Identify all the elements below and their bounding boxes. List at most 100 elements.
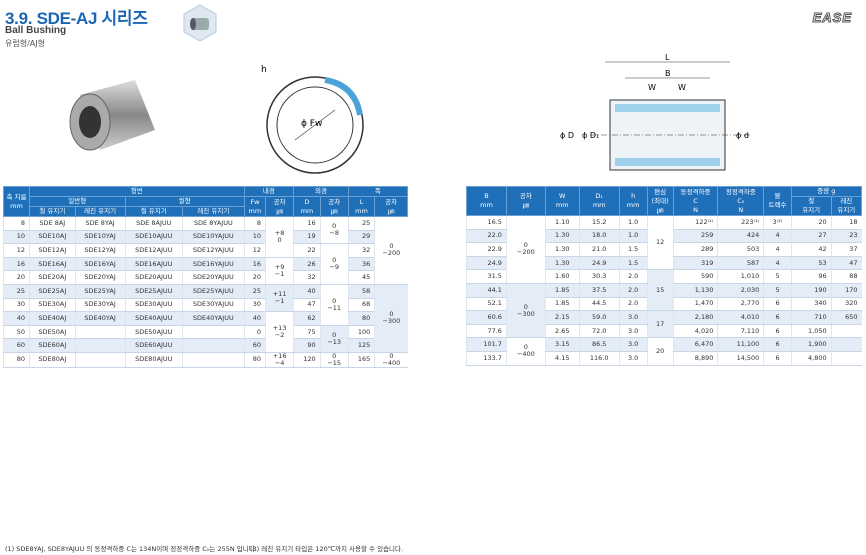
brand-logo: EASE [812,10,852,26]
table-cell: 223⁽¹⁾ [717,215,764,230]
table-cell: 27 [790,229,832,244]
table-cell: 86.5 [578,337,620,352]
table-cell: 32 [347,243,375,258]
table-cell: 12 [646,215,674,271]
table-cell: SDE 8AJUU [124,216,183,231]
table-cell: 23 [830,229,862,244]
table-cell: 590 [672,269,718,284]
table-cell: 16 [3,257,30,272]
table-cell: SDE40YAJ [74,311,126,326]
col-keeper: 유지기 [802,206,821,214]
table-cell: 1,010 [717,269,764,284]
table-cell: 45 [347,270,375,285]
table-cell: 4.15 [544,351,580,366]
table-cell: 3.0 [618,351,648,366]
table-cell: 53 [790,256,832,271]
table-cell: SDE16AJUU [124,257,183,272]
table-cell [830,351,862,366]
tolerance-value: 0 [523,302,528,311]
table-cell: 40 [243,311,266,326]
table-cell: SDE60AJ [29,338,76,353]
table-cell: SDE16AJ [29,257,76,272]
table-cell: 6 [763,351,792,366]
table-cell: 90 [293,338,321,353]
table-cell: 4,010 [717,310,764,325]
table-cell: 40 [3,311,30,326]
table-cell: 8 [243,216,266,231]
tolerance-value: 0 [332,351,337,360]
table-cell: 289 [672,242,718,257]
col-tol: 공차 [328,197,341,206]
D1-label: ϕ D₁ [582,131,599,140]
table-cell: 259 [672,229,718,244]
table-cell: 12 [243,243,266,258]
table-cell: SDE10YAJUU [181,230,245,245]
unit: ㎛ [522,201,530,209]
table-cell: 47 [293,298,321,313]
tolerance-value: −8 [329,229,339,238]
table-cell [181,325,245,340]
table-cell: 80 [3,352,30,368]
cross-section-drawing: ϕ Fw h [261,65,364,174]
col-steel: 철 [808,197,815,205]
tolerance-value: 0 [523,343,528,352]
subtitle-type: 유럽형/AJ형 [5,39,45,48]
table-cell: 650 [830,310,862,325]
table-cell: 22.0 [466,229,507,244]
tolerance-cell: +13−2 [265,311,294,353]
table-cell: 22 [293,243,321,258]
table-cell: 44.5 [578,297,620,312]
W-label-2: W [678,83,686,92]
table-cell [830,324,862,339]
table-cell: 122⁽¹⁾ [672,215,718,230]
table-cell: SDE20AJUU [124,270,183,285]
tolerance-value: 0 [277,235,282,244]
unit: mm [626,201,640,209]
table-cell: 120 [293,352,321,368]
table-cell: 319 [672,256,718,271]
col-resin: 레진 유지기 [74,206,126,217]
table-cell [181,352,245,368]
table-cell: 1,470 [672,297,718,312]
table-cell: 4 [763,229,792,244]
unit: mm [248,206,262,215]
col-steel: 철 유지기 [29,206,76,217]
table-cell: SDE30YAJ [74,298,126,313]
unit: mm [555,201,569,209]
table-cell: 18 [830,215,862,230]
table-cell: SDE12AJUU [124,243,183,258]
table-cell: 24.9 [578,256,620,271]
table-cell: 4,020 [672,324,718,339]
table-cell: SDE50AJUU [124,325,183,340]
table-cell: 15.2 [578,215,620,230]
col-tol: 공차 [385,197,398,206]
unit: mm [300,206,314,215]
table-cell: 32 [293,270,321,285]
tolerance-value: −1 [274,269,285,278]
table-cell: 58 [347,284,375,299]
tolerance-value: 0 [389,310,394,319]
col-width: 폭 [347,186,409,197]
tolerance-value: −4 [274,358,285,367]
table-cell: SDE50AJ [29,325,76,340]
table-cell: 424 [717,229,764,244]
col-tracks: 트랙수 [768,201,787,209]
W-label-1: W [648,83,656,92]
table-cell: 3.0 [618,310,648,325]
tolerance-value: +16 [272,351,287,360]
tolerance-value: −300 [516,309,535,318]
table-cell: 2.0 [618,283,648,298]
table-cell: 20 [243,270,266,285]
table-cell: 6 [763,297,792,312]
table-cell: 44.1 [466,283,507,298]
table-cell: 503 [717,242,764,257]
table-cell: 101.7 [466,337,507,352]
unit: ㎛ [656,205,664,214]
table-cell: SDE 8AJ [29,216,76,231]
